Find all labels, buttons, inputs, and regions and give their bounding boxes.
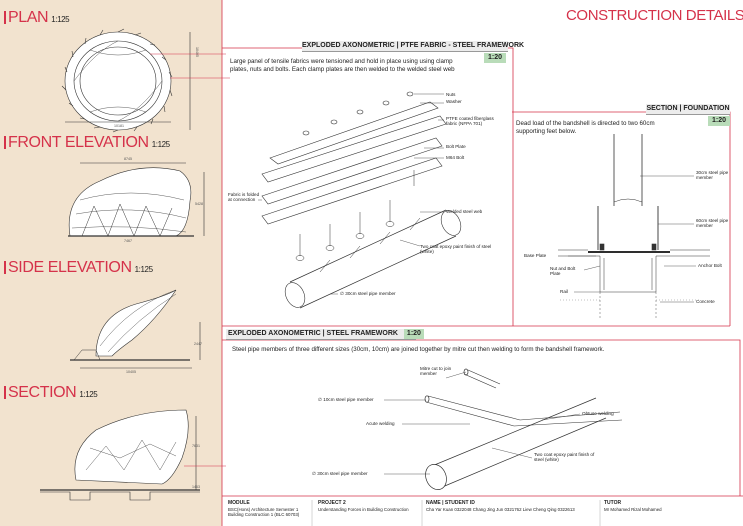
- foundation-drawing: [558, 134, 710, 318]
- side-elevation-drawing: [70, 289, 201, 369]
- page-title: CONSTRUCTION DETAILS: [566, 7, 743, 24]
- label-nut-bolt-plate: Nut and Bolt Plate: [550, 266, 576, 277]
- footer-module: MODULE BSC(Hons) Architecture Semester 1…: [228, 500, 310, 518]
- label-acute-welding: Acute welding: [366, 421, 395, 426]
- label-washer: Washer: [446, 99, 462, 104]
- footer-project-text: Understanding Forces in Building Constru…: [318, 506, 409, 512]
- fabric-axonometric-drawing: [261, 91, 462, 309]
- label-pipe-30cm: ∅ 30cm steel pipe member: [340, 291, 396, 296]
- label-foundation-pipe30: 30cm steel pipe member: [696, 170, 729, 181]
- section-dim-height: 7631: [192, 444, 200, 448]
- side-dim-height: 2447: [194, 342, 202, 346]
- label-epoxy-paint: Two coat epoxy paint finish of steel (wh…: [420, 244, 492, 255]
- front-elevation-drawing: [68, 162, 205, 237]
- label-rail: Rail: [560, 289, 568, 294]
- section-marker: [4, 386, 6, 399]
- clamp-plate-bottom: [261, 137, 443, 205]
- footer-names-text: Cha Yar Kuan 0322048 Chang Jing Jun 0321…: [426, 506, 575, 512]
- label-frame-paint: Two coat epoxy paint finish of steel (wh…: [534, 452, 595, 463]
- frame-panel-heading: EXPLODED AXONOMETRIC | STEEL FRAMEWORK 1…: [226, 329, 424, 340]
- label-m64-bolt: M64 Bolt: [446, 155, 465, 160]
- frame-panel-scale: 1:20: [403, 329, 424, 339]
- footer-names: NAME | STUDENT ID Cha Yar Kuan 0322048 C…: [426, 500, 596, 512]
- nut-row: [302, 91, 444, 136]
- front-marker: [4, 136, 6, 149]
- label-pipe-10cm: ∅ 10cm steel pipe member: [318, 397, 374, 402]
- plan-dim-height: 10405: [195, 47, 199, 57]
- foundation-panel-scale: 1:20: [708, 116, 730, 126]
- label-ptfe-fabric: PTFE coated fiberglass fabric (NFPA 701): [446, 116, 494, 127]
- plan-marker: [4, 11, 6, 24]
- front-dim-base: 7467: [124, 239, 132, 243]
- fabric-panel-scale: 1:20: [484, 53, 506, 63]
- label-bolt-plate: Bolt Plate: [446, 144, 466, 149]
- foundation-panel-note: Dead load of the bandshell is directed t…: [516, 120, 655, 135]
- footer-project: PROJECT 2 Understanding Forces in Buildi…: [318, 500, 418, 512]
- footer-project-label: PROJECT 2: [318, 500, 346, 506]
- pipe-end: [284, 282, 306, 308]
- frame-panel-note: Steel pipe members of three different si…: [232, 346, 605, 353]
- label-welded-web: Welded steel web: [446, 209, 483, 214]
- label-obtuse-welding: Obtuse welding: [582, 411, 614, 416]
- footer-tutor-text: Mr Mohamed Rizal Mohamed: [604, 506, 662, 512]
- label-mitre-cut: Mitre cut to join member: [420, 366, 452, 377]
- side-marker: [4, 261, 6, 274]
- foundation-panel-border: [512, 111, 731, 326]
- label-fabric-folded: Fabric is folded at connection: [228, 192, 260, 203]
- section-dim-base: 1463: [192, 485, 200, 489]
- footer-module-label: MODULE: [228, 500, 250, 506]
- front-dim-width: 8745: [124, 157, 132, 161]
- label-base-plate: Base Plate: [524, 253, 547, 258]
- label-anchor-bolt: Anchor Bolt: [698, 263, 722, 268]
- clamp-plate-top: [269, 101, 439, 165]
- label-frame-pipe-30cm: ∅ 30cm steel pipe member: [312, 471, 368, 476]
- bolt-row: [295, 170, 415, 261]
- side-dim-width: 10405: [126, 370, 136, 374]
- ptfe-fabric-layer: [261, 115, 447, 183]
- footer-tutor: TUTOR Mr Mohamed Rizal Mohamed: [604, 500, 740, 512]
- label-concrete: Concrete: [696, 299, 715, 304]
- label-nuts: Nuts: [446, 92, 456, 97]
- footer-tutor-label: TUTOR: [604, 500, 622, 506]
- front-dim-height: 5428: [195, 202, 203, 206]
- fabric-panel-note: Large panel of tensile fabrics were tens…: [230, 58, 455, 73]
- plan-drawing: [61, 28, 191, 133]
- frame-panel-border: [222, 339, 741, 496]
- label-foundation-pipe60: 60cm steel pipe member: [696, 218, 729, 229]
- plan-dim-width: 10181: [114, 124, 124, 128]
- footer-module-text: BSC(Hons) Architecture Semester 1 Buildi…: [228, 506, 300, 518]
- foundation-panel-heading: SECTION | FOUNDATION: [646, 104, 730, 115]
- footer-names-label: NAME | STUDENT ID: [426, 500, 475, 506]
- fabric-panel-heading: EXPLODED AXONOMETRIC | PTFE FABRIC - STE…: [302, 41, 524, 52]
- section-drawing: [40, 409, 200, 501]
- steel-framework-drawing: [424, 368, 623, 490]
